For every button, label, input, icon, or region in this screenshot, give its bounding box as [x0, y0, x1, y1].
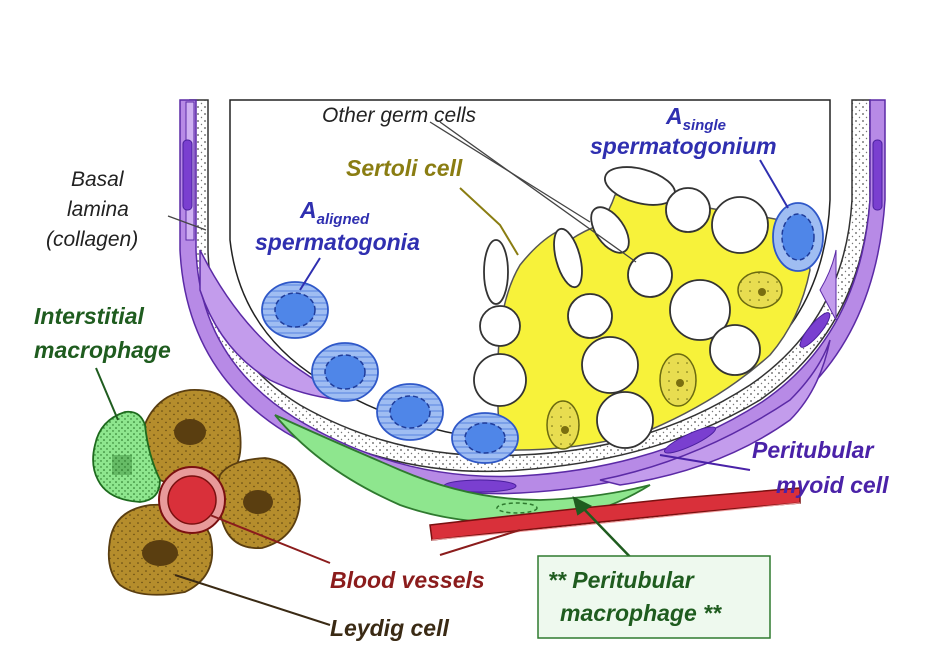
- a-single-spermatogonium: [772, 202, 824, 272]
- label-leydig-cell: Leydig cell: [330, 615, 449, 641]
- label-other-germ-cells: Other germ cells: [322, 104, 477, 127]
- interstitial-macrophage: [92, 410, 161, 503]
- labels: Other germ cells Asingle spermatogonium …: [34, 103, 889, 641]
- label-basal-3: (collagen): [46, 228, 138, 251]
- label-interstitial-2: macrophage: [34, 337, 171, 363]
- label-a-aligned-main: Aaligned: [299, 197, 370, 228]
- label-peritubular-macrophage-2: macrophage **: [560, 600, 722, 626]
- peritubular-macrophage-box: [537, 555, 771, 639]
- a-aligned-spermatogonia: [261, 281, 519, 464]
- label-peritubular-myoid-1: Peritubular: [752, 437, 874, 463]
- blood-vessel-section: [158, 466, 226, 534]
- label-a-aligned-word: spermatogonia: [255, 229, 420, 255]
- label-peritubular-macrophage-1: ** Peritubular: [548, 567, 695, 593]
- label-interstitial-1: Interstitial: [34, 303, 145, 329]
- label-a-single-main: Asingle: [665, 103, 726, 134]
- label-basal-2: lamina: [67, 198, 129, 221]
- label-basal-1: Basal: [71, 168, 125, 191]
- label-peritubular-myoid-2: myoid cell: [776, 472, 889, 498]
- label-blood-vessels: Blood vessels: [330, 567, 485, 593]
- leader-lines: [95, 121, 789, 626]
- label-a-single-word: spermatogonium: [590, 133, 777, 159]
- germ-cells: [473, 166, 769, 449]
- label-sertoli-cell: Sertoli cell: [346, 155, 463, 181]
- peritubular-macrophage: [274, 414, 651, 524]
